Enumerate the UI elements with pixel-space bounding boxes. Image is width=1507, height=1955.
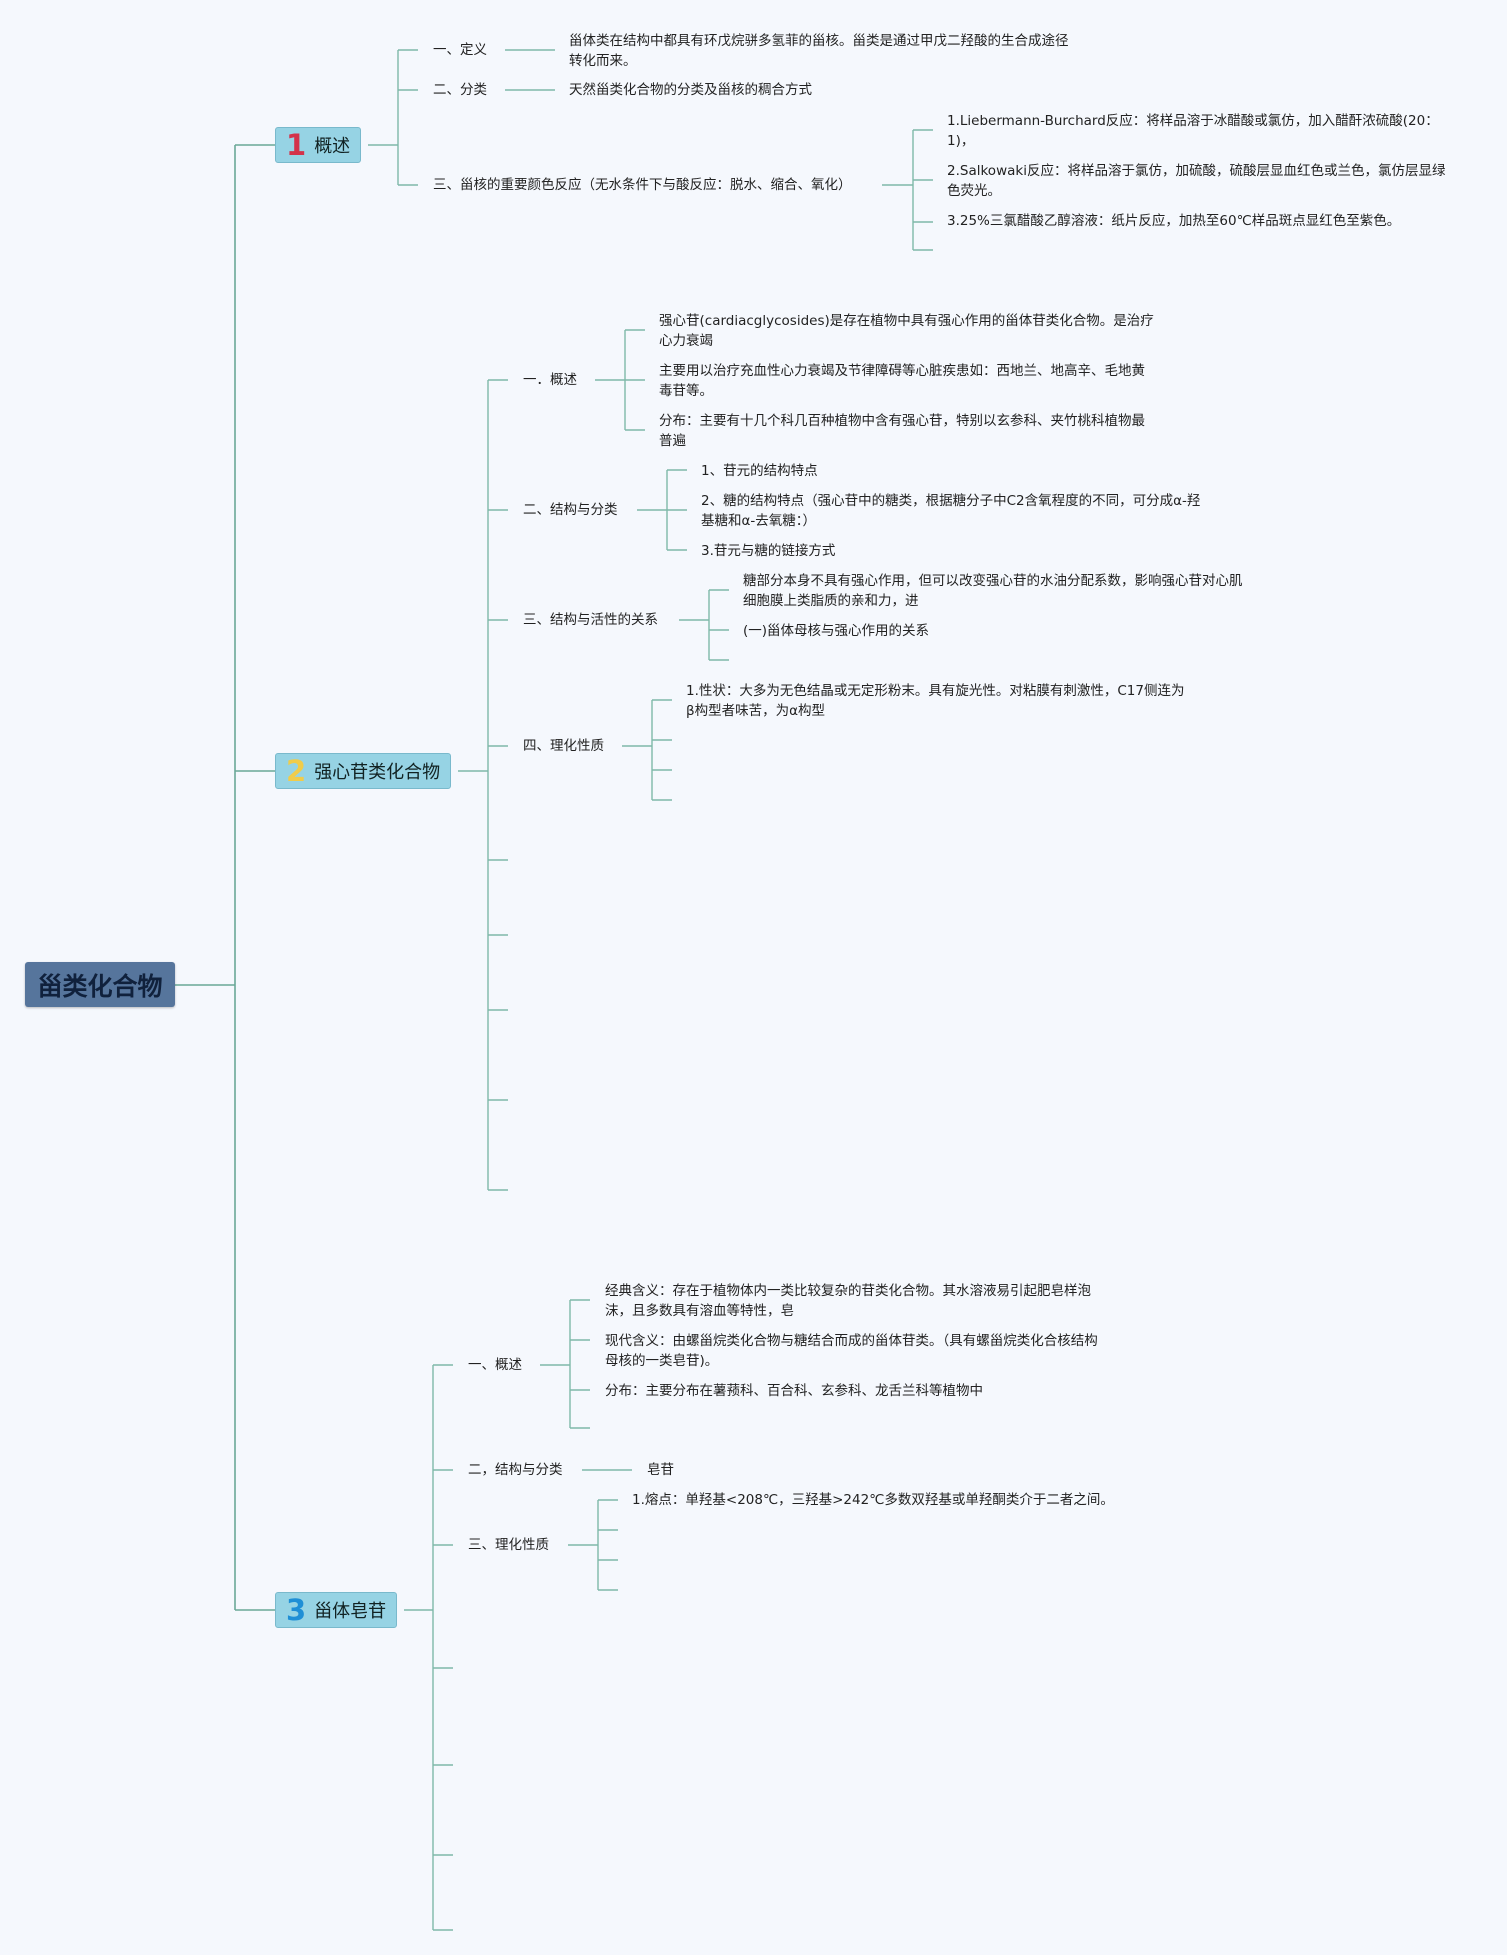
topic-steroidal-saponins[interactable]: 3 甾体皂苷 <box>275 1592 398 1628</box>
topic-number: 3 <box>286 1592 307 1627</box>
topic-label: 强心苷类化合物 <box>314 762 441 783</box>
topic-overview[interactable]: 1 概述 <box>275 127 362 163</box>
node-cg-overview-3[interactable]: 分布：主要有十几个科几百种植物中含有强心苷，特别以玄参科、夹竹桃科植物最普遍 <box>659 413 1145 449</box>
node-cg-overview-2[interactable]: 主要用以治疗充血性心力衰竭及节律障碍等心脏疾患如：西地兰、地高辛、毛地黄毒苷等。 <box>659 363 1145 399</box>
root-node[interactable]: 甾类化合物 <box>25 962 175 1007</box>
topic-number: 2 <box>286 753 307 788</box>
node-color-reaction-3[interactable]: 3.25%三氯醋酸乙醇溶液：纸片反应，加热至60℃样品斑点显红色至紫色。 <box>947 213 1401 229</box>
node-ss-overview-2[interactable]: 现代含义：由螺甾烷类化合物与糖结合而成的甾体苷类。（具有螺甾烷类化合核结构母核的… <box>605 1333 1098 1369</box>
topic-label: 甾体皂苷 <box>314 1601 387 1622</box>
node-classification[interactable]: 二、分类 <box>433 82 487 98</box>
node-ss-structure-1[interactable]: 皂苷 <box>647 1462 674 1478</box>
topic-label: 概述 <box>314 136 351 157</box>
node-ss-overview-1[interactable]: 经典含义：存在于植物体内一类比较复杂的苷类化合物。其水溶液易引起肥皂样泡沫，且多… <box>605 1283 1091 1319</box>
node-cg-structure-1[interactable]: 1、苷元的结构特点 <box>701 463 818 479</box>
node-ss-properties-1[interactable]: 1.熔点：单羟基<208℃，三羟基>242℃多数双羟基或单羟酮类介于二者之间。 <box>632 1492 1114 1508</box>
node-cg-properties-1[interactable]: 1.性状：大多为无色结晶或无定形粉末。具有旋光性。对粘膜有刺激性，C17侧连为β… <box>686 683 1185 719</box>
node-cg-structure-2[interactable]: 2、糖的结构特点（强心苷中的糖类，根据糖分子中C2含氧程度的不同，可分成α-羟基… <box>701 493 1201 529</box>
node-color-reaction-2[interactable]: 2.Salkowaki反应：将样品溶于氯仿，加硫酸，硫酸层显血红色或兰色，氯仿层… <box>947 163 1446 199</box>
topic-cardiac-glycosides[interactable]: 2 强心苷类化合物 <box>275 753 452 789</box>
node-definition-text[interactable]: 甾体类在结构中都具有环戊烷骈多氢菲的甾核。甾类是通过甲戊二羟酸的生合成途径转化而… <box>569 33 1069 69</box>
node-ss-overview-3[interactable]: 分布：主要分布在薯蓣科、百合科、玄参科、龙舌兰科等植物中 <box>605 1383 983 1399</box>
node-cg-sar-1[interactable]: 糖部分本身不具有强心作用，但可以改变强心苷的水油分配系数，影响强心苷对心肌细胞膜… <box>743 573 1243 609</box>
node-cg-structure-3[interactable]: 3.苷元与糖的链接方式 <box>701 543 836 559</box>
topic-number: 1 <box>286 127 307 162</box>
node-color-reactions[interactable]: 三、甾核的重要颜色反应（无水条件下与酸反应：脱水、缩合、氧化） <box>433 177 852 193</box>
node-cg-sar[interactable]: 三、结构与活性的关系 <box>523 612 658 628</box>
node-cg-overview-1[interactable]: 强心苷(cardiacglycosides)是存在植物中具有强心作用的甾体苷类化… <box>659 313 1154 349</box>
node-ss-properties[interactable]: 三、理化性质 <box>468 1537 549 1553</box>
node-cg-sar-2[interactable]: (一)甾体母核与强心作用的关系 <box>743 623 930 639</box>
node-definition[interactable]: 一、定义 <box>433 42 487 58</box>
node-classification-text[interactable]: 天然甾类化合物的分类及甾核的稠合方式 <box>569 82 812 98</box>
node-ss-overview[interactable]: 一、概述 <box>468 1357 522 1373</box>
node-cg-structure[interactable]: 二、结构与分类 <box>523 502 618 518</box>
node-cg-overview[interactable]: 一．概述 <box>523 372 577 388</box>
node-ss-structure[interactable]: 二，结构与分类 <box>468 1462 563 1478</box>
node-color-reaction-1[interactable]: 1.Liebermann-Burchard反应：将样品溶于冰醋酸或氯仿，加入醋酐… <box>947 113 1439 149</box>
node-cg-properties[interactable]: 四、理化性质 <box>523 738 604 754</box>
